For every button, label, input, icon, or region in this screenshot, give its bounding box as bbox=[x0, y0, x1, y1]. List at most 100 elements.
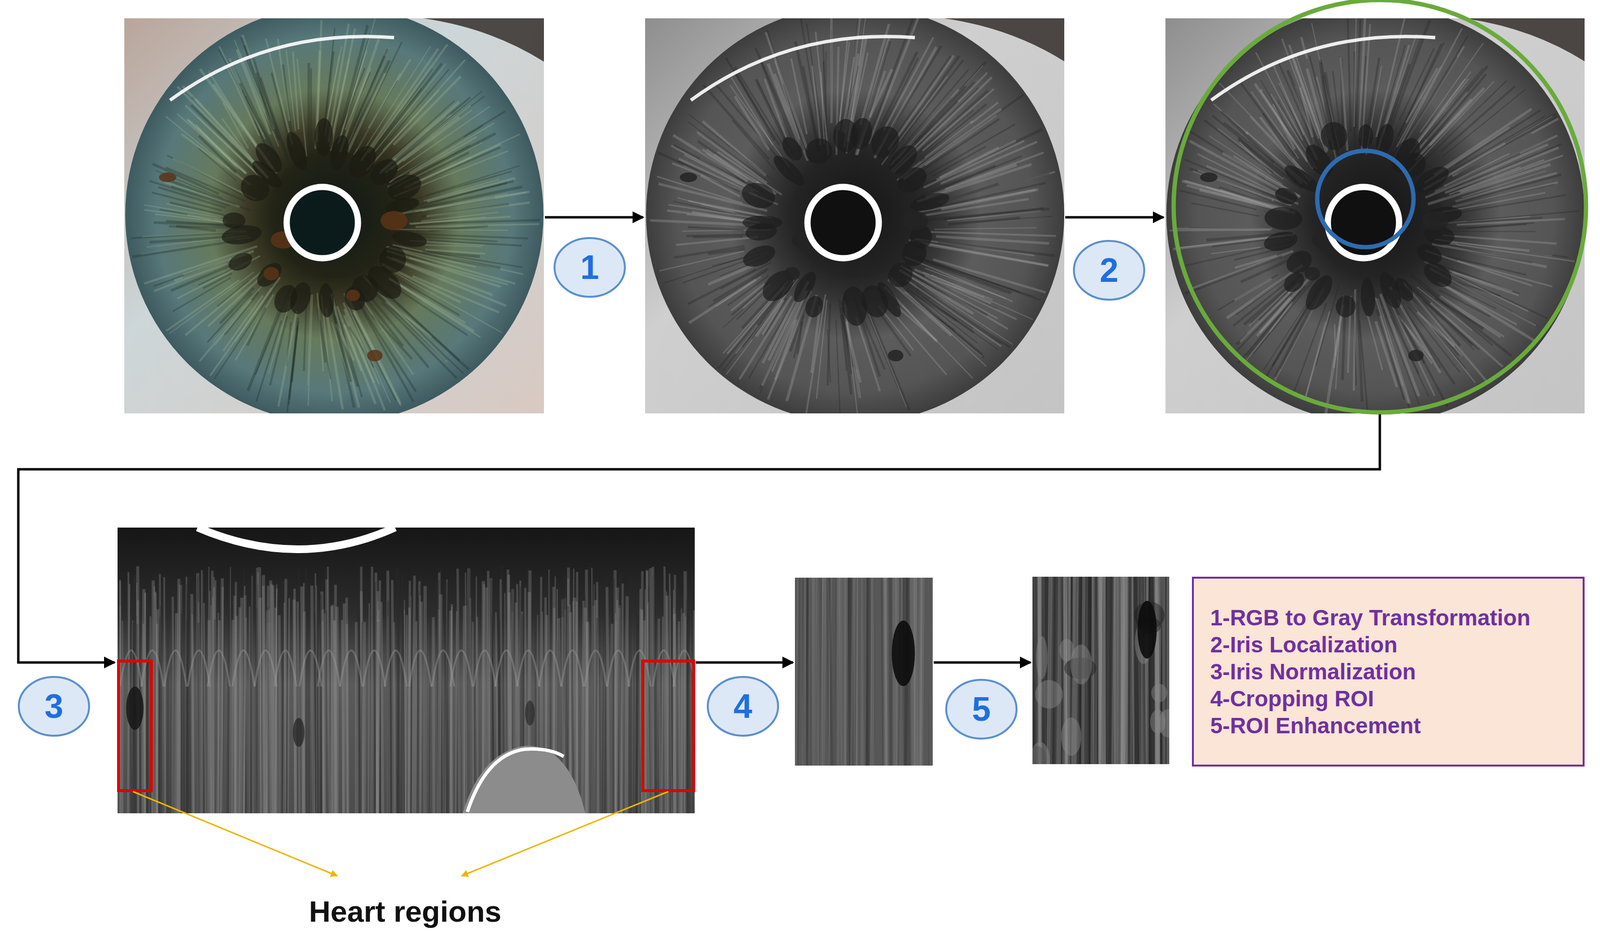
iris-fiber bbox=[1212, 115, 1289, 177]
strip-fiber bbox=[449, 606, 452, 814]
roi-texture bbox=[803, 577, 806, 766]
step-number-circle: 4 bbox=[706, 675, 780, 738]
iris-fiber bbox=[198, 269, 232, 286]
collarette-arch bbox=[164, 650, 187, 687]
strip-fiber bbox=[212, 570, 214, 814]
roi-texture bbox=[1099, 576, 1101, 765]
roi-ground bbox=[1032, 576, 1170, 765]
strip-fiber bbox=[636, 612, 638, 814]
strip-fiber bbox=[386, 600, 390, 814]
strip-fiber bbox=[200, 569, 204, 814]
iris-fiber bbox=[936, 140, 1017, 180]
iris-fiber bbox=[410, 217, 486, 225]
dark-spot bbox=[292, 717, 305, 747]
iris-fiber bbox=[366, 59, 466, 171]
collarette-arch bbox=[495, 650, 518, 687]
roi-texture bbox=[1113, 576, 1119, 765]
iris-fiber bbox=[825, 51, 827, 126]
strip-fiber bbox=[571, 568, 574, 814]
crypt bbox=[252, 258, 286, 291]
strip-fiber bbox=[275, 584, 278, 814]
iris-fiber bbox=[830, 18, 833, 123]
iris-fiber bbox=[726, 57, 780, 146]
strip-fiber bbox=[429, 620, 431, 814]
strip-fiber bbox=[192, 614, 194, 814]
iris-fiber bbox=[1238, 290, 1301, 364]
iris-fiber bbox=[1417, 79, 1469, 144]
collarette-arch bbox=[516, 650, 540, 687]
crypt bbox=[742, 215, 783, 230]
iris-boundary-circle bbox=[1173, 0, 1587, 413]
strip-fiber bbox=[412, 575, 415, 814]
iris-fiber bbox=[1320, 59, 1328, 124]
crypt bbox=[802, 134, 836, 168]
strip-fiber bbox=[576, 601, 578, 814]
iris-fiber bbox=[708, 265, 754, 285]
roi-texture bbox=[1121, 576, 1124, 765]
iris-fiber bbox=[1427, 289, 1512, 357]
iris-fiber bbox=[427, 181, 514, 204]
iris-fiber bbox=[1376, 309, 1405, 400]
roi-texture bbox=[845, 577, 847, 766]
roi-texture bbox=[868, 577, 870, 766]
crypt bbox=[740, 241, 779, 272]
strip-fiber bbox=[342, 620, 344, 814]
iris-fiber bbox=[167, 179, 236, 205]
pigment-spot bbox=[346, 289, 360, 302]
strip-fiber bbox=[213, 587, 216, 814]
iris-fiber bbox=[307, 294, 312, 386]
circle-shape bbox=[707, 676, 779, 736]
step-number: 2 bbox=[1099, 253, 1119, 288]
strip-fiber bbox=[187, 577, 191, 814]
iris-fiber bbox=[310, 68, 313, 155]
strip-fiber bbox=[232, 620, 234, 814]
strip-fiber bbox=[465, 572, 467, 814]
strip-fiber bbox=[621, 583, 623, 814]
collarette-arch bbox=[628, 650, 651, 687]
iris-fiber bbox=[1240, 289, 1293, 342]
iris-fiber bbox=[1256, 52, 1303, 141]
specular-highlight bbox=[1211, 36, 1436, 101]
iris-fiber bbox=[1356, 19, 1361, 129]
strip-fiber bbox=[378, 580, 381, 814]
strip-fiber bbox=[455, 611, 457, 814]
strip-fiber bbox=[282, 581, 284, 814]
strip-fiber bbox=[584, 569, 589, 814]
iris-fiber bbox=[774, 60, 800, 140]
strip-fiber bbox=[308, 612, 309, 814]
strip-fiber bbox=[371, 566, 372, 814]
iris-fiber bbox=[1438, 282, 1537, 343]
strip-fiber bbox=[286, 597, 289, 814]
iris-fiber bbox=[910, 110, 974, 164]
collarette-arch bbox=[274, 650, 297, 687]
iris-fiber bbox=[181, 133, 251, 185]
strip-fiber bbox=[185, 583, 188, 814]
roi-texture bbox=[884, 577, 886, 766]
strip-fiber bbox=[322, 609, 325, 814]
iris-fiber bbox=[674, 246, 745, 258]
strip-fiber bbox=[240, 597, 242, 814]
strip-fiber bbox=[155, 592, 158, 814]
iris-fiber bbox=[210, 277, 280, 376]
strip-fiber bbox=[197, 572, 199, 814]
iris-fiber bbox=[409, 122, 495, 173]
roi-texture bbox=[1034, 576, 1037, 765]
strip-fiber bbox=[583, 593, 586, 814]
roi-texture bbox=[815, 577, 820, 766]
roi-texture bbox=[1163, 576, 1164, 765]
iris-fiber bbox=[288, 324, 298, 405]
strip-fiber bbox=[175, 613, 177, 814]
roi-texture bbox=[851, 577, 854, 766]
roi-texture bbox=[855, 577, 857, 766]
iris-fiber bbox=[863, 304, 900, 390]
iris-fiber bbox=[899, 282, 978, 344]
iris-fiber bbox=[247, 307, 266, 346]
eyelid-occlusion bbox=[462, 745, 586, 814]
iris-fiber bbox=[1169, 229, 1270, 231]
strip-fiber bbox=[469, 568, 470, 814]
iris-fiber bbox=[427, 178, 516, 202]
iris-fiber bbox=[912, 275, 988, 316]
iris-fiber bbox=[732, 120, 775, 171]
pigment-spot bbox=[867, 289, 881, 302]
roi-texture bbox=[917, 577, 922, 766]
